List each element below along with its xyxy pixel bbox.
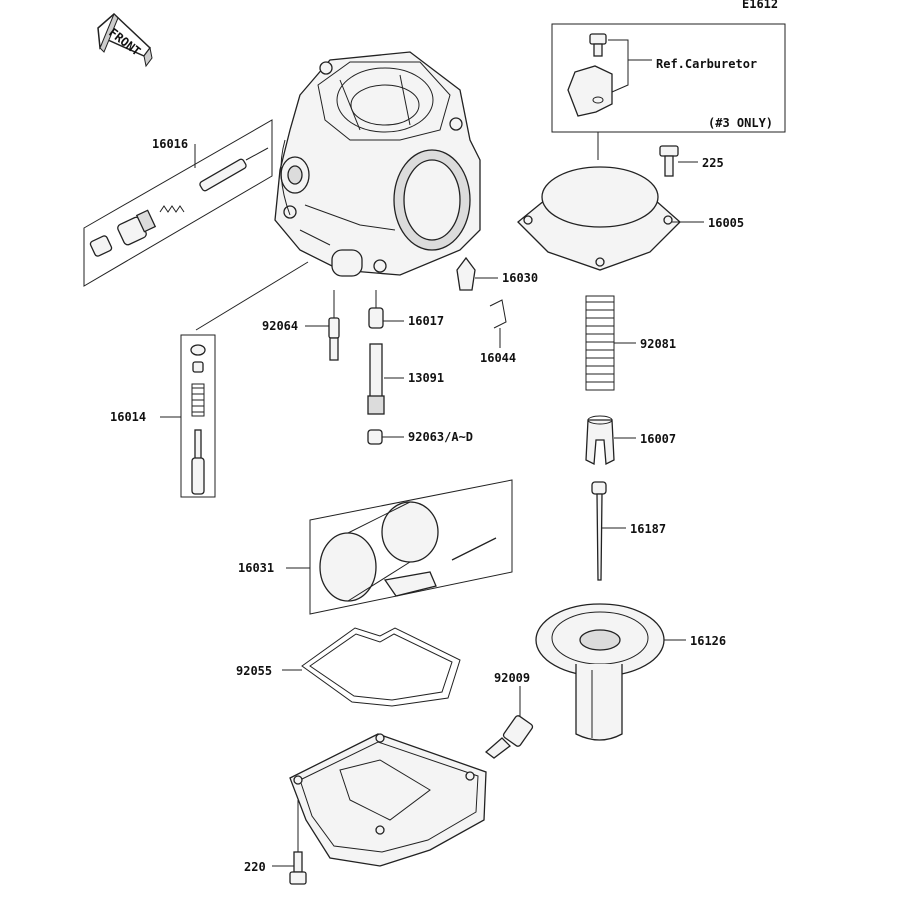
part-16017: 16017 <box>368 290 444 329</box>
part-16030: 16030 <box>456 256 538 291</box>
part-92081: 92081 <box>585 295 676 391</box>
part-16126: 16126 <box>535 603 726 741</box>
part-13091: 13091 <box>367 343 444 415</box>
label-16126: 16126 <box>690 634 726 648</box>
label-92081: 92081 <box>640 337 676 351</box>
label-16031: 16031 <box>238 561 274 575</box>
part-16007: 16007 <box>585 415 676 466</box>
label-92055: 92055 <box>236 664 272 678</box>
label-16014: 16014 <box>110 410 146 424</box>
carburetor-body <box>274 51 481 277</box>
label-220: 220 <box>244 860 266 874</box>
front-arrow-icon: FRONT <box>97 12 153 68</box>
label-16007: 16007 <box>640 432 676 446</box>
diagram-code: E1612 <box>742 0 778 11</box>
label-16030: 16030 <box>502 271 538 285</box>
label-16187: 16187 <box>630 522 666 536</box>
part-16014-box: 16014 <box>110 334 216 498</box>
part-92063: 92063/A~D <box>367 429 473 445</box>
part-16016-box: 16016 <box>83 119 273 287</box>
part-220: 220 <box>244 800 307 885</box>
ref-qualifier: (#3 ONLY) <box>708 116 773 130</box>
label-92063: 92063/A~D <box>408 430 473 444</box>
float-bowl <box>289 733 487 867</box>
label-16005: 16005 <box>708 216 744 230</box>
label-16017: 16017 <box>408 314 444 328</box>
part-92055: 92055 <box>236 627 461 707</box>
part-92064: 92064 <box>262 290 340 361</box>
part-16031-box: 16031 <box>238 479 513 615</box>
ref-carburetor-box: Ref.Carburetor (#3 ONLY) <box>551 23 786 160</box>
part-16044: 16044 <box>480 299 516 365</box>
label-13091: 13091 <box>408 371 444 385</box>
part-92009: 92009 <box>484 671 534 759</box>
label-16044: 16044 <box>480 351 516 365</box>
label-92009: 92009 <box>494 671 530 685</box>
label-16016: 16016 <box>152 137 188 151</box>
part-16005: 16005 <box>517 166 744 271</box>
label-225: 225 <box>702 156 724 170</box>
part-16187: 16187 <box>591 481 666 581</box>
part-225: 225 <box>659 145 724 177</box>
ref-note: Ref.Carburetor <box>656 57 757 71</box>
leader-16014 <box>195 261 309 331</box>
label-92064: 92064 <box>262 319 298 333</box>
